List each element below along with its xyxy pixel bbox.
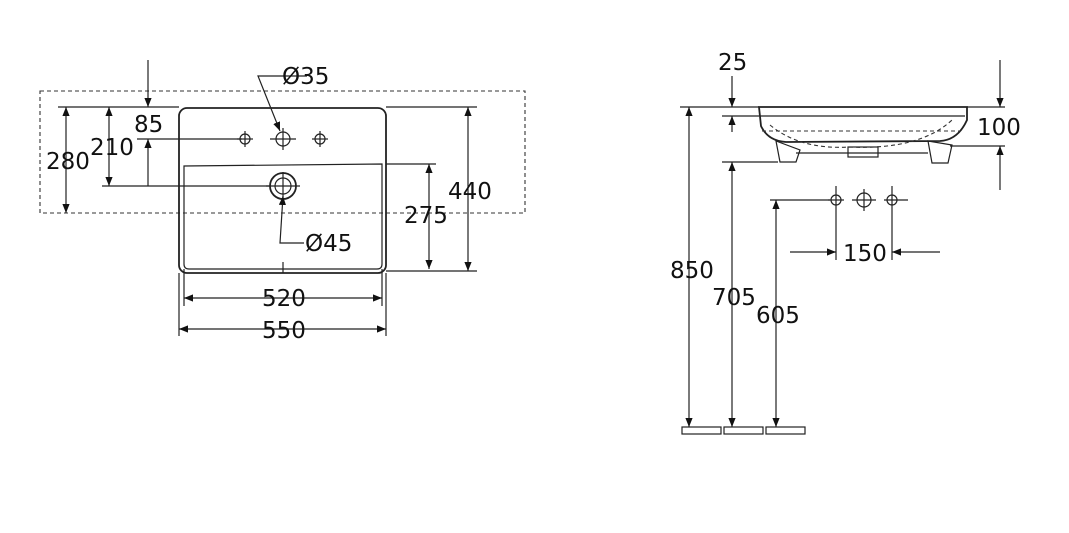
- basin-side-profile: [758, 106, 968, 143]
- label-210: 210: [90, 135, 134, 161]
- leader-d45: [278, 195, 304, 244]
- basin-foot-right: [927, 140, 953, 164]
- label-280: 280: [46, 149, 90, 175]
- side-view: 25 100 150 850 705: [670, 50, 1021, 435]
- label-705: 705: [712, 285, 756, 311]
- label-275: 275: [404, 203, 448, 229]
- label-25: 25: [718, 50, 747, 76]
- tap-hole-center: [270, 128, 296, 150]
- waste-stub: [847, 146, 879, 158]
- tap-hole-side-right: [884, 186, 908, 260]
- label-100: 100: [977, 115, 1021, 141]
- basin-inner-bowl: [183, 163, 383, 270]
- leader-d35: [257, 75, 307, 132]
- label-d35: Ø35: [282, 64, 329, 90]
- label-550: 550: [262, 318, 306, 344]
- tap-hole-side-left: [828, 186, 844, 260]
- label-150: 150: [843, 241, 887, 267]
- top-view: Ø35 Ø45 85 210 280 440 275 520: [39, 60, 526, 344]
- floor-block: [681, 426, 722, 435]
- label-850: 850: [670, 258, 714, 284]
- waste-outlet: [266, 172, 300, 200]
- tap-hole-right: [312, 131, 328, 147]
- floor-block: [723, 426, 764, 435]
- tap-hole-side-center: [852, 189, 876, 211]
- label-520: 520: [262, 286, 306, 312]
- label-d45: Ø45: [305, 231, 352, 257]
- label-605: 605: [756, 303, 800, 329]
- basin-foot-left: [775, 140, 801, 163]
- label-85: 85: [134, 112, 163, 138]
- basin-inner-dashed: [769, 119, 953, 148]
- label-440: 440: [448, 179, 492, 205]
- floor-block: [765, 426, 806, 435]
